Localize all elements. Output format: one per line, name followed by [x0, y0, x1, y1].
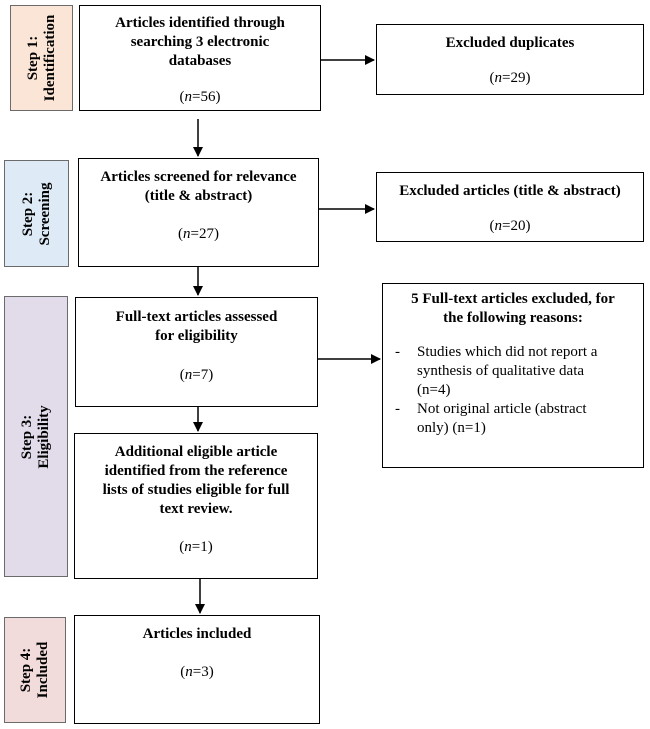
fulltext-line-1: Full-text articles assessed	[115, 309, 278, 325]
identified-line-2: searching 3 electronic	[130, 34, 270, 50]
additional-line-3: lists of studies eligible for full	[102, 482, 290, 498]
reason-1-line-2: synthesis of qualitative data	[417, 363, 585, 379]
excluded-ta-title: Excluded articles (title & abstract)	[399, 183, 621, 199]
additional-eligible-box: Additional eligible article identified f…	[74, 433, 318, 579]
fulltext-excluded-line-2: the following reasons:	[443, 310, 583, 326]
bullet-dash: -	[395, 344, 400, 360]
articles-screened-box: Articles screened for relevance (title &…	[78, 158, 319, 267]
additional-line-1: Additional eligible article	[114, 444, 278, 460]
reason-2-line-2: only) (n=1)	[417, 420, 486, 436]
fulltext-count: (n=7)	[179, 367, 214, 383]
fulltext-line-2: for eligibility	[155, 328, 238, 344]
exclusion-reason-1: - Studies which did not report a synthes…	[395, 343, 633, 400]
reason-1-line-3: (n=4)	[417, 382, 451, 398]
bullet-dash: -	[395, 401, 400, 417]
screened-count: (n=27)	[178, 226, 219, 242]
excluded-duplicates-box: Excluded duplicates (n=29)	[376, 24, 644, 95]
additional-line-2: identified from the reference	[104, 463, 288, 479]
included-title: Articles included	[142, 626, 252, 642]
identified-line-1: Articles identified through	[115, 15, 285, 31]
additional-line-4: text review.	[159, 501, 233, 517]
fulltext-assessed-box: Full-text articles assessed for eligibil…	[75, 297, 318, 407]
articles-identified-box: Articles identified through searching 3 …	[79, 5, 321, 111]
fulltext-excluded-line-1: 5 Full-text articles excluded, for	[411, 291, 615, 307]
excluded-ta-count: (n=20)	[489, 218, 531, 234]
reason-2-line-1: Not original article (abstract	[417, 401, 587, 417]
step-screening-label: Step 2:Screening	[4, 160, 69, 267]
screened-line-2: (title & abstract)	[144, 188, 253, 204]
step-identification-label: Step 1:Identification	[10, 5, 73, 111]
additional-count: (n=1)	[179, 539, 213, 555]
identified-count: (n=56)	[179, 89, 221, 105]
included-count: (n=3)	[180, 664, 214, 680]
fulltext-excluded-box: 5 Full-text articles excluded, for the f…	[382, 283, 644, 468]
exclusion-reasons-list: - Studies which did not report a synthes…	[395, 343, 633, 438]
articles-included-box: Articles included (n=3)	[74, 615, 320, 724]
duplicates-title: Excluded duplicates	[445, 35, 575, 51]
duplicates-count: (n=29)	[489, 70, 531, 86]
screened-line-1: Articles screened for relevance	[100, 169, 297, 185]
exclusion-reason-2: - Not original article (abstract only) (…	[395, 400, 633, 438]
step-included-label: Step 4:Included	[4, 617, 66, 723]
identified-line-3: databases	[168, 53, 232, 69]
step-eligibility-label: Step 3:Eligibility	[4, 296, 68, 577]
excluded-title-abstract-box: Excluded articles (title & abstract) (n=…	[376, 172, 644, 242]
reason-1-line-1: Studies which did not report a	[417, 344, 598, 360]
